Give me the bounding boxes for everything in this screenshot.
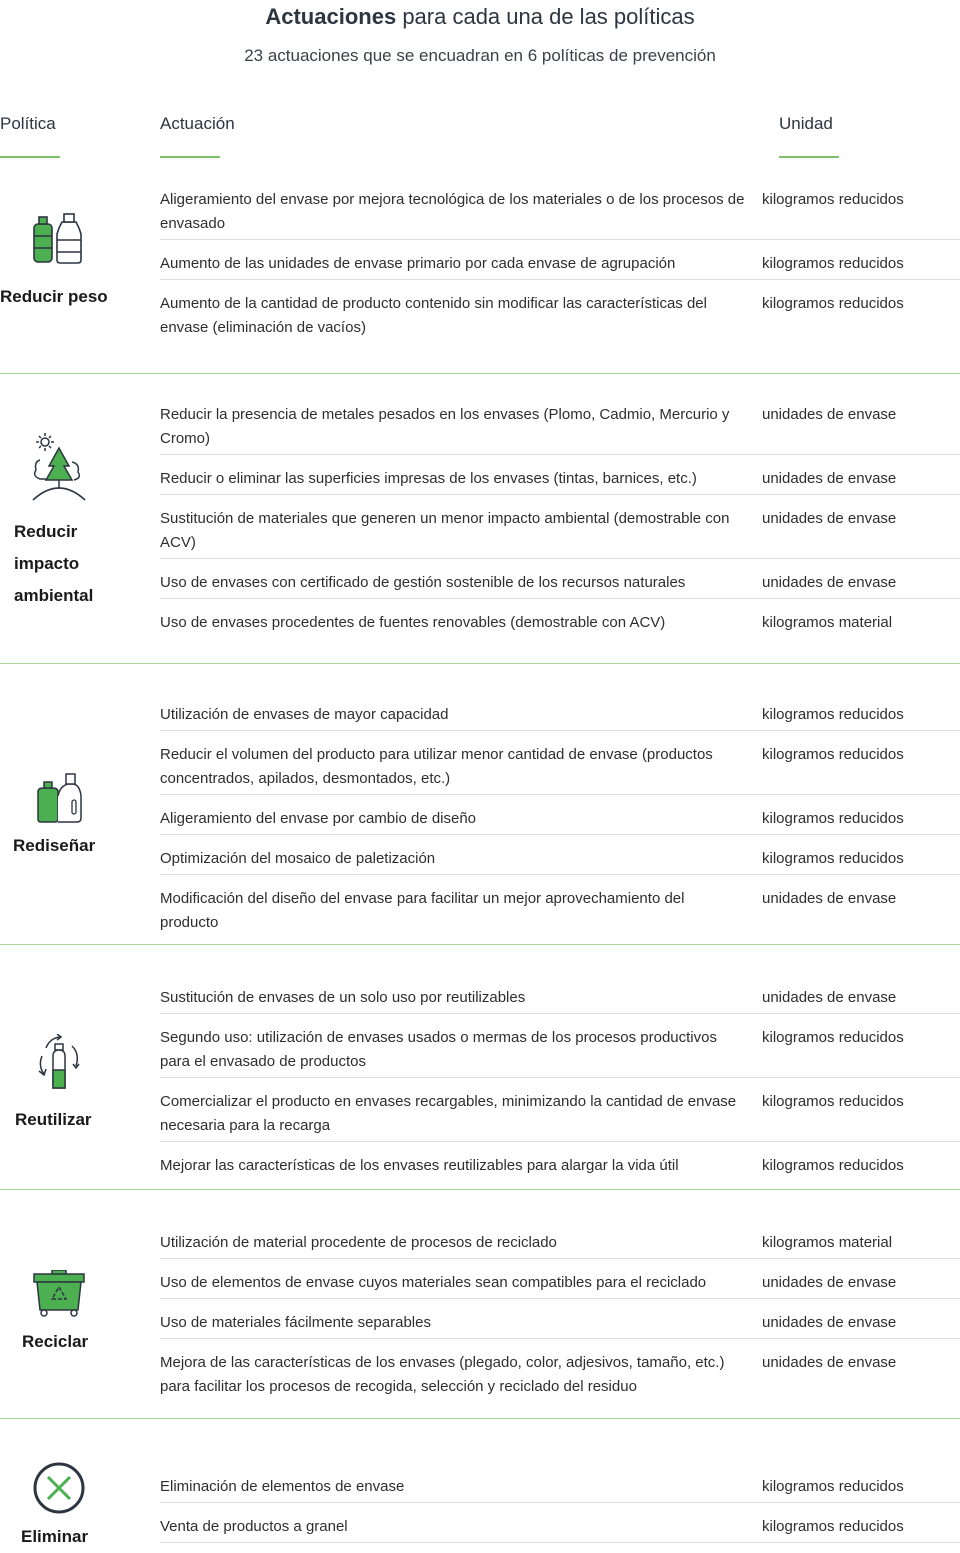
table-row: Reducir el volumen del producto para uti… xyxy=(160,731,960,795)
row-action: Uso de materiales fácilmente separables xyxy=(160,1314,431,1331)
row-action: Reducir el volumen del producto para uti… xyxy=(160,746,713,787)
row-unit: kilogramos reducidos xyxy=(762,1478,904,1495)
bottles-icon xyxy=(29,212,87,271)
table-row: Uso de materiales fácilmente separables … xyxy=(160,1299,960,1339)
policy-name: Reducir impacto ambiental xyxy=(14,522,94,605)
table-row: Modificación del diseño del envase para … xyxy=(160,875,960,938)
policy-name: Reciclar xyxy=(22,1332,89,1351)
row-unit: kilogramos reducidos xyxy=(762,1157,904,1174)
table-row: Utilización de material procedente de pr… xyxy=(160,1219,960,1259)
table-row: Mejorar las características de los envas… xyxy=(160,1142,960,1181)
row-action: Reducir la presencia de metales pesados … xyxy=(160,406,730,447)
row-action: Venta de productos a granel xyxy=(160,1518,348,1535)
row-action: Utilización de material procedente de pr… xyxy=(160,1234,557,1251)
row-unit: unidades de envase xyxy=(762,1274,897,1291)
row-unit: kilogramos reducidos xyxy=(762,850,904,867)
row-action: Uso de elementos de envase cuyos materia… xyxy=(160,1274,707,1291)
row-unit: kilogramos reducidos xyxy=(762,191,904,208)
row-unit: kilogramos reducidos xyxy=(762,255,904,272)
policy-name: Reutilizar xyxy=(15,1110,92,1129)
column-header-policy: Política xyxy=(0,112,60,158)
row-unit: kilogramos reducidos xyxy=(762,1518,904,1535)
section-divider xyxy=(0,663,960,664)
row-unit: kilogramos reducidos xyxy=(762,295,904,312)
table-row: Aligeramiento del envase por mejora tecn… xyxy=(160,176,960,240)
row-unit: kilogramos material xyxy=(762,614,893,631)
row-unit: unidades de envase xyxy=(762,1354,897,1371)
row-action: Sustitución de materiales que generen un… xyxy=(160,510,730,551)
section-divider xyxy=(0,373,960,374)
table-row: Reducir o eliminar las superficies impre… xyxy=(160,455,960,495)
row-unit: unidades de envase xyxy=(762,406,897,423)
row-unit: unidades de envase xyxy=(762,510,897,527)
nature-icon xyxy=(30,432,88,509)
page-title-rest: para cada una de las políticas xyxy=(402,4,695,29)
row-unit: kilogramos reducidos xyxy=(762,706,904,723)
table-row: Sustitución de envases de un solo uso po… xyxy=(160,974,960,1014)
section-divider xyxy=(0,1189,960,1190)
row-action: Uso de envases procedentes de fuentes re… xyxy=(160,614,666,631)
row-unit: unidades de envase xyxy=(762,989,897,1006)
row-action: Comercializar el producto en envases rec… xyxy=(160,1093,737,1134)
row-action: Optimización del mosaico de paletización xyxy=(160,850,436,867)
table-row: Optimización del mosaico de paletización… xyxy=(160,835,960,875)
row-action: Mejora de las características de los env… xyxy=(160,1354,725,1395)
table-row: Reducir la presencia de metales pesados … xyxy=(160,391,960,455)
table-row: Aumento de las unidades de envase primar… xyxy=(160,240,960,280)
policy-name: Reducir peso xyxy=(0,287,108,306)
reuse-bottle-icon xyxy=(36,1033,82,1097)
table-row: Venta de productos a granel kilogramos r… xyxy=(160,1503,960,1543)
row-action: Uso de envases con certificado de gestió… xyxy=(160,574,686,591)
column-header-action: Actuación xyxy=(160,112,235,158)
table-row: Aligeramiento del envase por cambio de d… xyxy=(160,795,960,835)
row-action: Mejorar las características de los envas… xyxy=(160,1157,679,1174)
table-row: Utilización de envases de mayor capacida… xyxy=(160,691,960,731)
row-action: Reducir o eliminar las superficies impre… xyxy=(160,470,697,487)
row-unit: unidades de envase xyxy=(762,890,897,907)
row-action: Modificación del diseño del envase para … xyxy=(160,890,685,931)
row-action: Aumento de las unidades de envase primar… xyxy=(160,255,676,272)
page-subtitle: 23 actuaciones que se encuadran en 6 pol… xyxy=(244,46,716,65)
table-row: Sustitución de materiales que generen un… xyxy=(160,495,960,559)
table-row: Uso de envases con certificado de gestió… xyxy=(160,559,960,599)
row-action: Sustitución de envases de un solo uso po… xyxy=(160,989,526,1006)
table-row: Aumento de la cantidad de producto conte… xyxy=(160,280,960,343)
recycle-bin-icon xyxy=(32,1269,86,1323)
policy-name: Eliminar xyxy=(21,1527,89,1546)
column-header-unit: Unidad xyxy=(779,112,839,158)
table-row: Segundo uso: utilización de envases usad… xyxy=(160,1014,960,1078)
policy-name: Rediseñar xyxy=(13,836,96,855)
row-unit: unidades de envase xyxy=(762,574,897,591)
table-row: Uso de envases procedentes de fuentes re… xyxy=(160,599,960,662)
page-title-bold: Actuaciones xyxy=(265,4,397,29)
page-title: Actuaciones para cada una de las polític… xyxy=(0,2,960,32)
row-unit: kilogramos material xyxy=(762,1234,893,1251)
row-unit: kilogramos reducidos xyxy=(762,1093,904,1110)
section-divider xyxy=(0,1418,960,1419)
row-unit: kilogramos reducidos xyxy=(762,810,904,827)
table-row: Eliminación de elementos de envase kilog… xyxy=(160,1463,960,1503)
table-row: Uso de elementos de envase cuyos materia… xyxy=(160,1259,960,1299)
row-action: Utilización de envases de mayor capacida… xyxy=(160,706,449,723)
row-action: Segundo uso: utilización de envases usad… xyxy=(160,1029,717,1070)
containers-icon xyxy=(34,772,84,829)
row-unit: kilogramos reducidos xyxy=(762,746,904,763)
table-row: Comercializar el producto en envases rec… xyxy=(160,1078,960,1142)
row-unit: unidades de envase xyxy=(762,470,897,487)
section-divider xyxy=(0,944,960,945)
row-action: Eliminación de elementos de envase xyxy=(160,1478,405,1495)
table-row: Mejora de las características de los env… xyxy=(160,1339,960,1402)
row-unit: unidades de envase xyxy=(762,1314,897,1331)
row-unit: kilogramos reducidos xyxy=(762,1029,904,1046)
row-action: Aligeramiento del envase por mejora tecn… xyxy=(160,191,745,232)
eliminate-x-icon xyxy=(32,1461,86,1520)
row-action: Aumento de la cantidad de producto conte… xyxy=(160,295,707,336)
row-action: Aligeramiento del envase por cambio de d… xyxy=(160,810,477,827)
